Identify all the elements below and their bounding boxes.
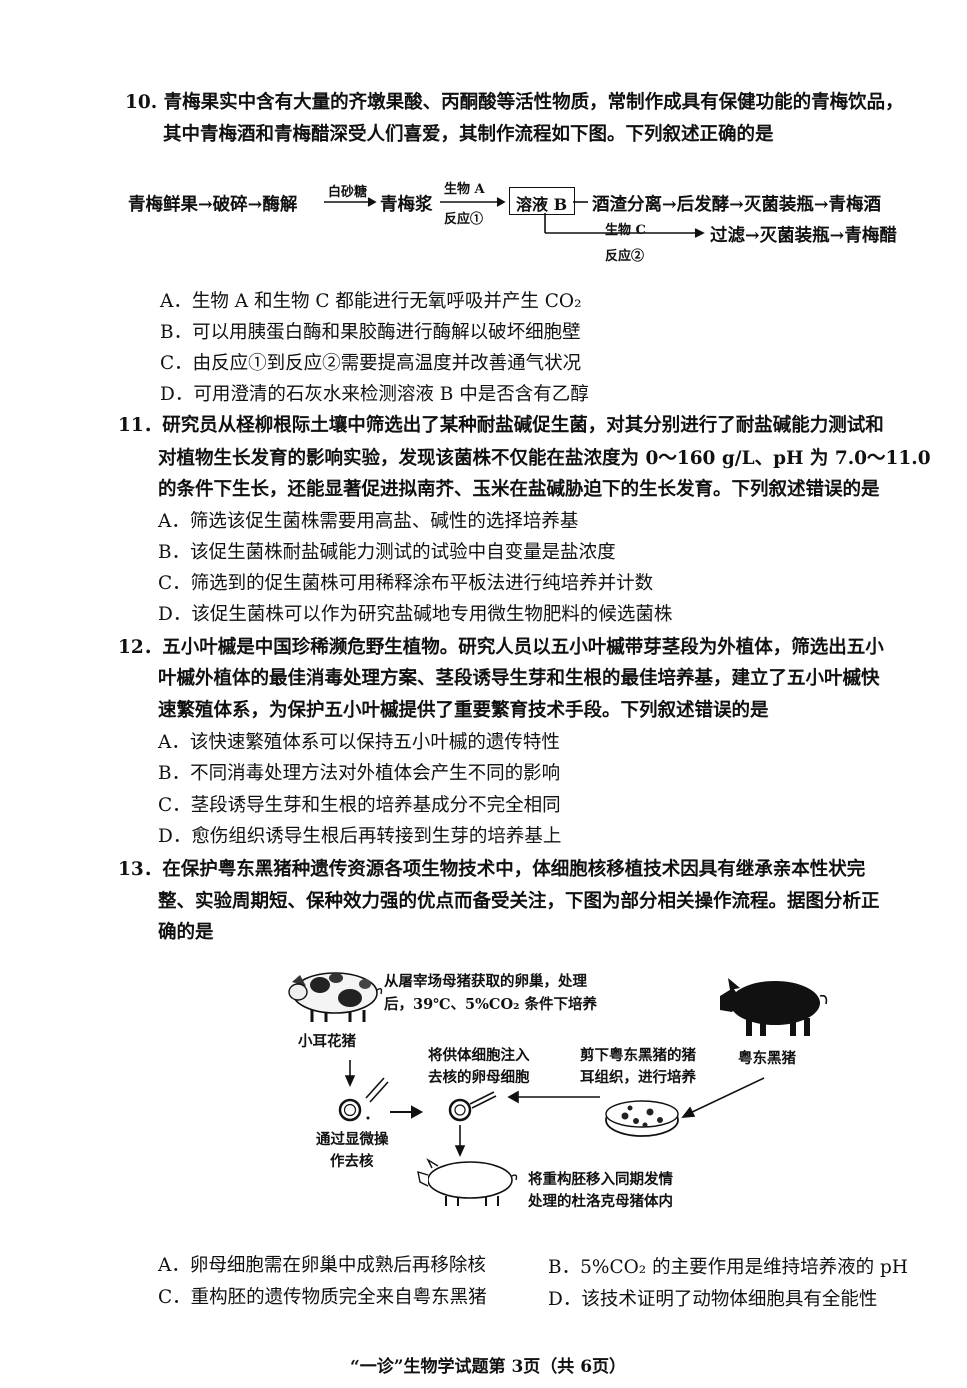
q11-option-b: B．该促生菌株耐盐碱能力测试的试验中自变量是盐浓度 bbox=[158, 542, 616, 563]
q13-option-d: D．该技术证明了动物体细胞具有全能性 bbox=[548, 1289, 878, 1310]
q12-option-b: B．不同消毒处理方法对外植体会产生不同的影响 bbox=[158, 763, 561, 784]
q11-option-c: C．筛选到的促生菌株可用稀释涂布平板法进行纯培养并计数 bbox=[158, 573, 654, 594]
q13-option-b: B．5%CO₂ 的主要作用是维持培养液的 pH bbox=[548, 1257, 908, 1278]
q10-stem-line2: 其中青梅酒和青梅醋深受人们喜爱，其制作流程如下图。下列叙述正确的是 bbox=[163, 124, 774, 145]
caption-enuc-1: 通过显微操 bbox=[316, 1131, 389, 1148]
flow-solution-b: 溶液 B bbox=[516, 195, 568, 214]
oocyte-injection-icon bbox=[448, 1091, 497, 1122]
caption-transfer-1: 将重构胚移入同期发情 bbox=[528, 1171, 673, 1188]
q13-stem-line2: 整、实验周期短、保种效力强的优点而备受关注，下图为部分相关操作流程。据图分析正 bbox=[158, 891, 880, 912]
q12-option-c: C．茎段诱导生芽和生根的培养基成分不完全相同 bbox=[158, 795, 561, 816]
q12-option-a: A．该快速繁殖体系可以保持五小叶槭的遗传特性 bbox=[158, 732, 560, 753]
solution-b-box bbox=[509, 187, 575, 215]
flow-add-label: 白砂糖 bbox=[328, 185, 368, 200]
caption-pig2: 粤东黑猪 bbox=[738, 1050, 796, 1067]
flow-reaction2: 反应② bbox=[605, 249, 645, 264]
flow-bio-c: 生物 C bbox=[605, 223, 646, 238]
q10-option-c: C．由反应①到反应②需要提高温度并改善通气状况 bbox=[160, 353, 582, 374]
q11-option-a: A．筛选该促生菌株需要用高盐、碱性的选择培养基 bbox=[158, 511, 579, 532]
flow-arrows bbox=[324, 197, 705, 238]
q10-option-b: B．可以用胰蛋白酶和果胶酶进行酶解以破坏细胞壁 bbox=[160, 322, 581, 343]
flow-top-rest: 酒渣分离→后发酵→灭菌装瓶→青梅酒 bbox=[592, 195, 881, 215]
q10-stem-line1: 10. 青梅果实中含有大量的齐墩果酸、丙酮酸等活性物质，常制作成具有保健功能的青… bbox=[125, 92, 904, 113]
q12-stem-line2: 叶槭外植体的最佳消毒处理方案、茎段诱导生芽和生根的最佳培养基，建立了五小叶槭快 bbox=[158, 668, 880, 689]
page-footer: “一诊”生物学试题第 3页（共 6页） bbox=[350, 1357, 627, 1377]
q12-option-d: D．愈伤组织诱导生根后再转接到生芽的培养基上 bbox=[158, 826, 562, 847]
q10-option-d: D．可用澄清的石灰水来检测溶液 B 中是否含有乙醇 bbox=[160, 384, 589, 405]
flow-start: 青梅鲜果→破碎→酶解 bbox=[128, 195, 298, 215]
black-pig-icon bbox=[720, 978, 828, 1036]
spotted-pig-icon bbox=[288, 972, 383, 1022]
q11-stem-line3: 的条件下生长，还能显著促进拟南芥、玉米在盐碱胁迫下的生长发育。下列叙述错误的是 bbox=[158, 479, 880, 500]
surrogate-pig-icon bbox=[417, 1158, 518, 1206]
culture-dish-icon bbox=[605, 1100, 679, 1137]
q13-stem-line1: 13．在保护粤东黑猪种遗传资源各项生物技术中，体细胞核移植技术因具有继承亲本性状… bbox=[118, 859, 866, 880]
caption-inject-2: 去核的卵母细胞 bbox=[428, 1069, 530, 1086]
flow-bottom-rest: 过滤→灭菌装瓶→青梅醋 bbox=[710, 226, 897, 246]
q10-option-a: A．生物 A 和生物 C 都能进行无氧呼吸并产生 CO₂ bbox=[160, 291, 582, 312]
q11-stem-line2: 对植物生长发育的影响实验，发现该菌株不仅能在盐浓度为 0～160 g/L、pH … bbox=[158, 448, 931, 469]
q12-stem-line1: 12．五小叶槭是中国珍稀濒危野生植物。研究人员以五小叶槭带芽茎段为外植体，筛选出… bbox=[118, 637, 884, 658]
flow-slurry: 青梅浆 bbox=[380, 195, 433, 215]
caption-enuc-2: 作去核 bbox=[330, 1153, 374, 1170]
oocyte-enucleation-icon bbox=[338, 1077, 389, 1122]
q11-stem-line1: 11．研究员从柽柳根际土壤中筛选出了某种耐盐碱促生菌，对其分别进行了耐盐碱能力测… bbox=[118, 415, 884, 436]
caption-transfer-2: 处理的杜洛克母猪体内 bbox=[528, 1193, 673, 1210]
caption-ear-1: 剪下粤东黑猪的猪 bbox=[580, 1047, 696, 1064]
flow-bio-a: 生物 A bbox=[444, 182, 485, 197]
q13-stem-line3: 确的是 bbox=[158, 922, 214, 943]
caption-ovary-1: 从屠宰场母猪获取的卵巢，处理 bbox=[384, 973, 587, 990]
q12-stem-line3: 速繁殖体系，为保护五小叶槭提供了重要繁育技术手段。下列叙述错误的是 bbox=[158, 700, 769, 721]
q13-option-a: A．卵母细胞需在卵巢中成熟后再移除核 bbox=[158, 1255, 486, 1276]
caption-inject-1: 将供体细胞注入 bbox=[428, 1047, 530, 1064]
caption-ear-2: 耳组织，进行培养 bbox=[580, 1069, 696, 1086]
caption-ovary-2: 后，39℃、5%CO₂ 条件下培养 bbox=[384, 996, 597, 1013]
flow-reaction1: 反应① bbox=[444, 212, 484, 227]
q13-option-c: C．重构胚的遗传物质完全来自粤东黑猪 bbox=[158, 1287, 487, 1308]
q11-option-d: D．该促生菌株可以作为研究盐碱地专用微生物肥料的候选菌株 bbox=[158, 604, 673, 625]
caption-pig1: 小耳花猪 bbox=[298, 1033, 356, 1050]
